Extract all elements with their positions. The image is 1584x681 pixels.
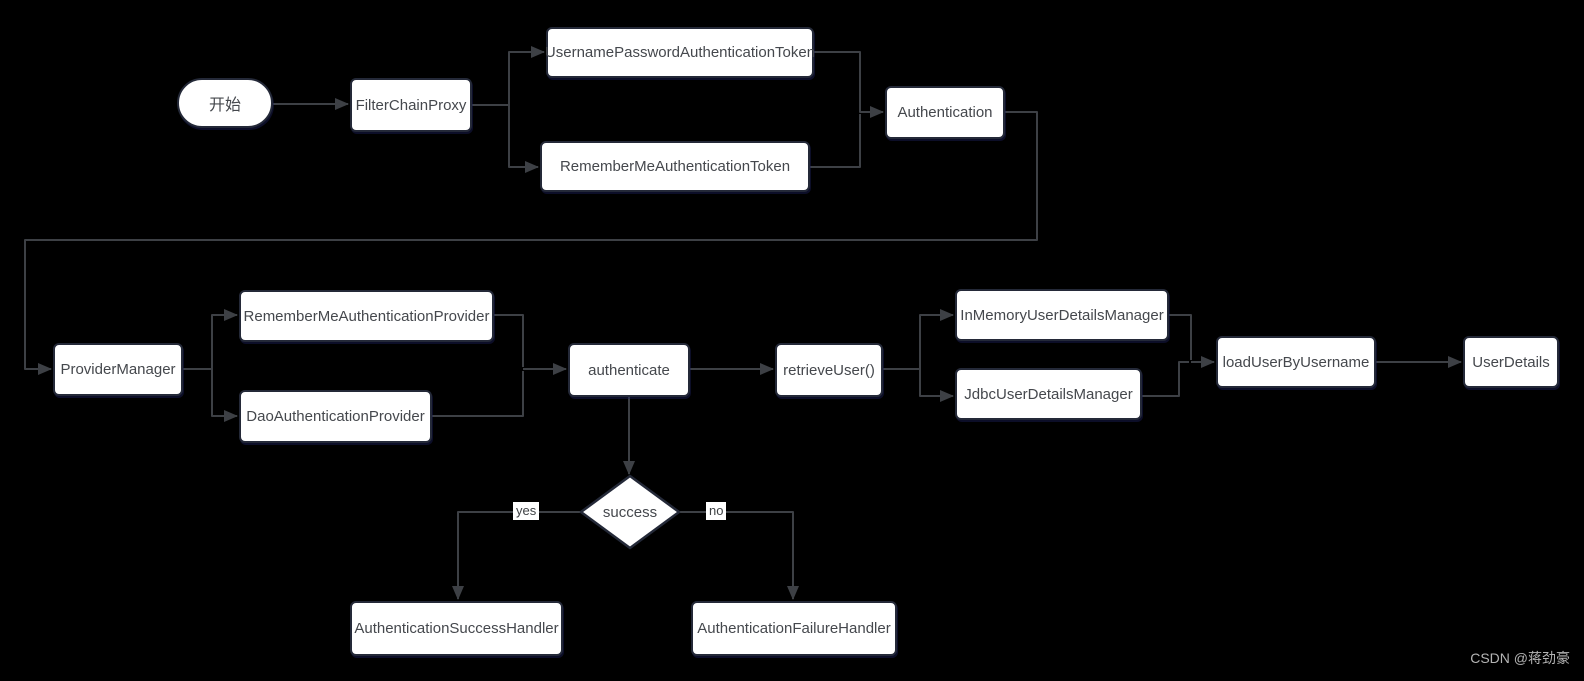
decision-label: success xyxy=(602,503,658,521)
node-start: 开始 xyxy=(177,78,273,128)
node-authentication-failure-handler: AuthenticationFailureHandler xyxy=(691,601,897,656)
node-in-memory-user-details-manager: InMemoryUserDetailsManager xyxy=(955,289,1169,341)
node-load-user-by-username: loadUserByUsername xyxy=(1216,336,1376,388)
node-authentication-success-handler: AuthenticationSuccessHandler xyxy=(350,601,563,656)
node-filter-chain-proxy: FilterChainProxy xyxy=(350,78,472,132)
node-retrieve-user: retrieveUser() xyxy=(775,343,883,397)
node-jdbc-user-details-manager: JdbcUserDetailsManager xyxy=(955,368,1142,420)
node-authenticate: authenticate xyxy=(568,343,690,397)
csdn-watermark: CSDN @蒋劲豪 xyxy=(1470,650,1570,666)
node-authentication: Authentication xyxy=(885,86,1005,139)
node-dao-authentication-provider: DaoAuthenticationProvider xyxy=(239,390,432,443)
node-user-details: UserDetails xyxy=(1463,336,1559,388)
node-remember-me-authentication-token: RememberMeAuthenticationToken xyxy=(540,141,810,192)
node-username-password-authentication-token: UsernamePasswordAuthenticationToken xyxy=(545,27,815,78)
node-remember-me-authentication-provider: RememberMeAuthenticationProvider xyxy=(239,290,494,342)
edge-label-yes: yes xyxy=(513,502,540,520)
decision-diamond xyxy=(579,474,681,550)
edge-label-no: no xyxy=(706,502,727,520)
node-provider-manager: ProviderManager xyxy=(53,343,183,396)
